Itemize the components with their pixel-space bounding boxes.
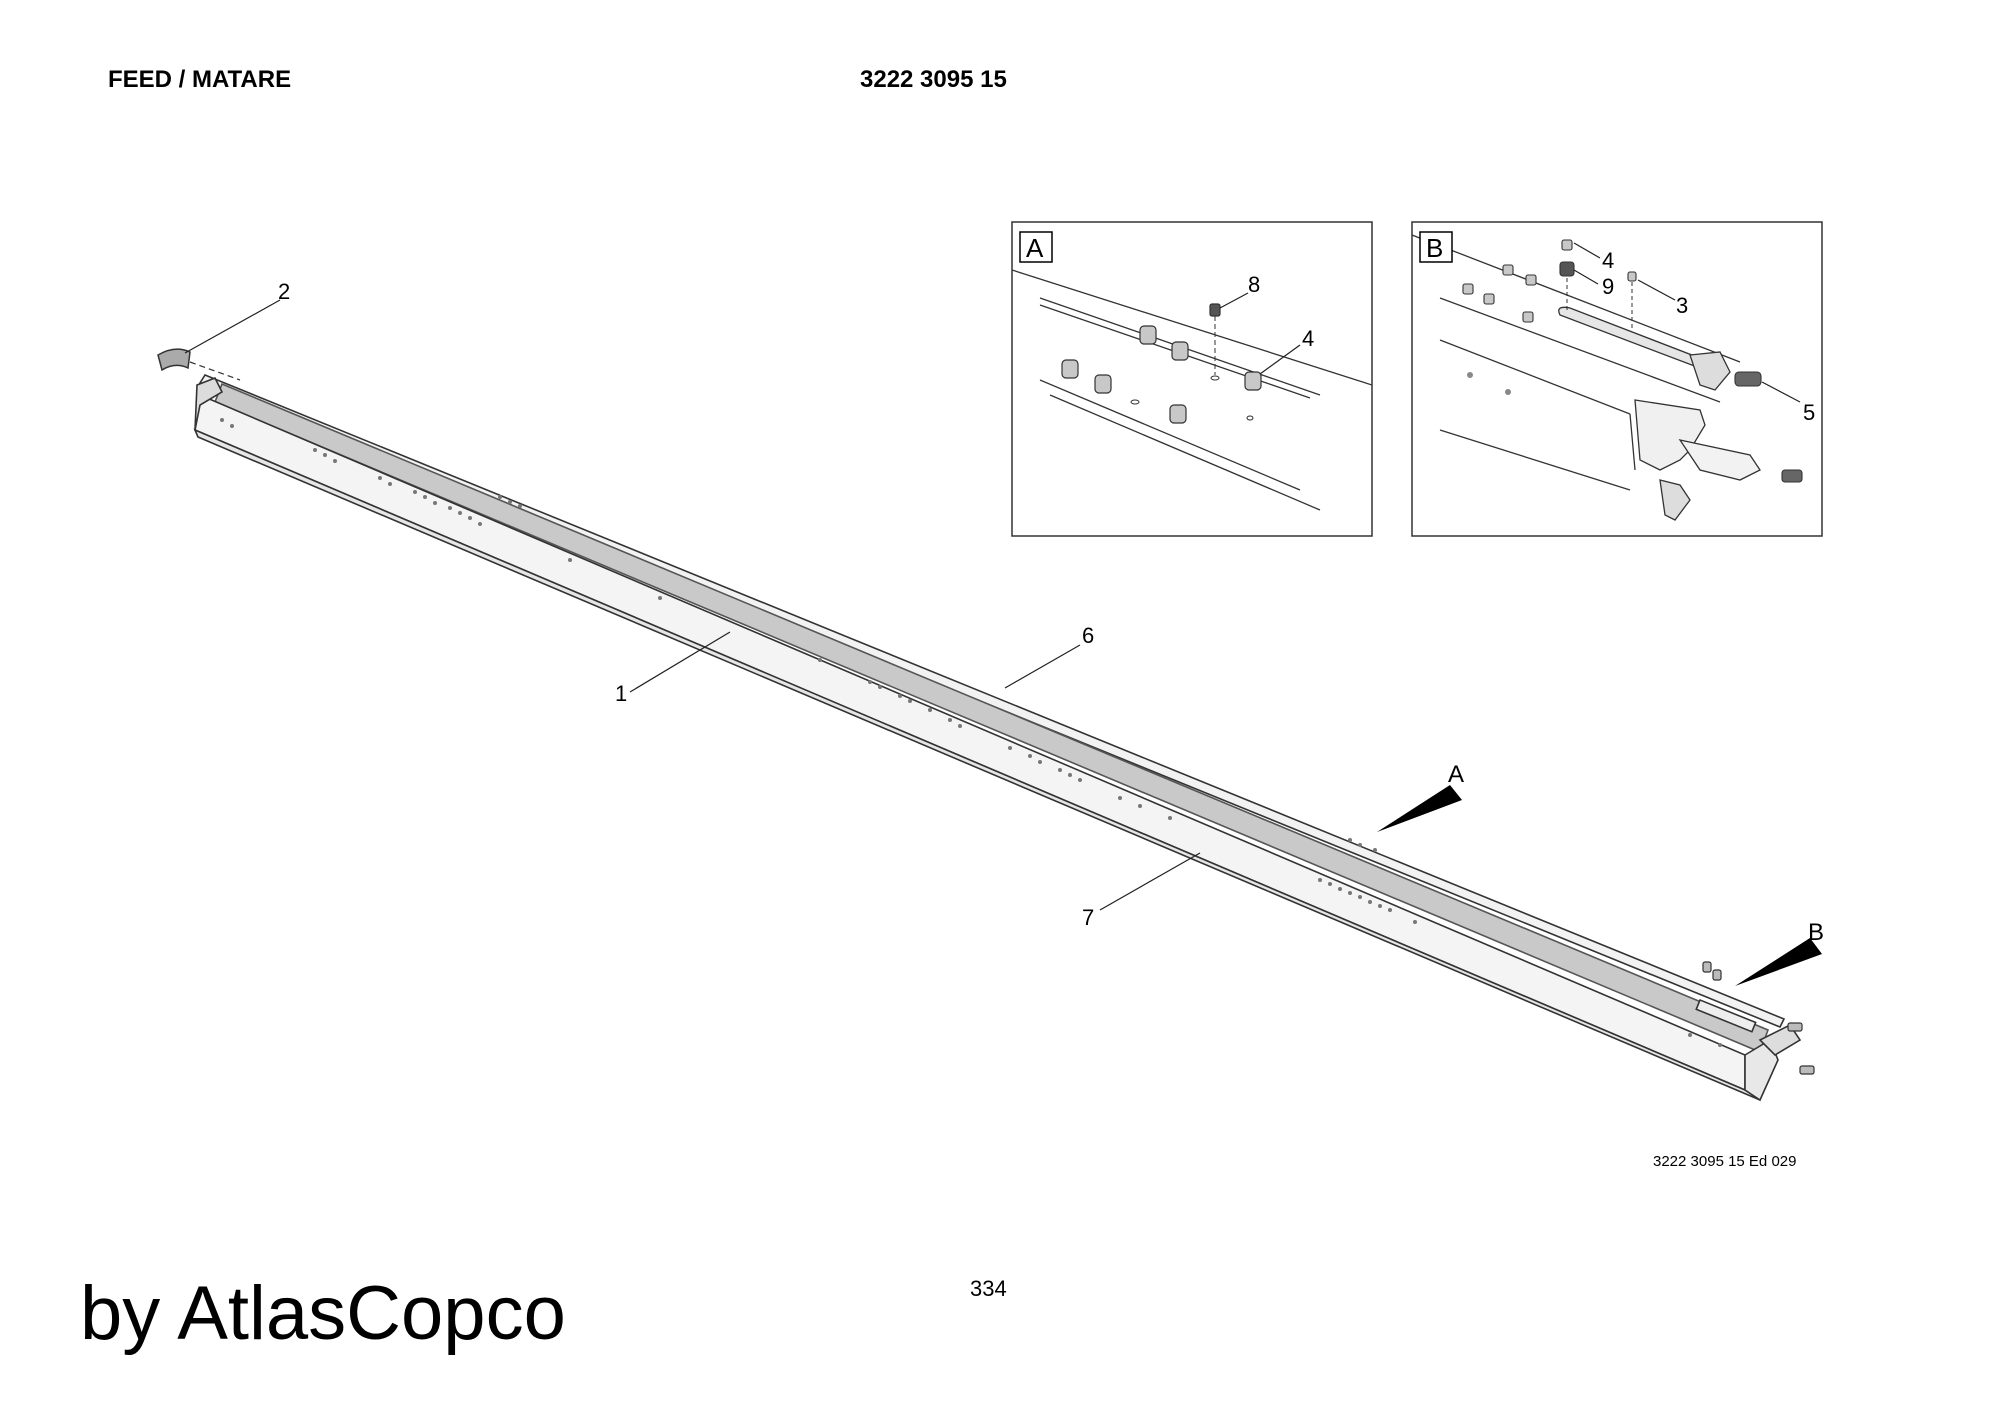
end-cap-part bbox=[157, 348, 241, 381]
view-b-arrow bbox=[1735, 938, 1822, 986]
detail-b-callout-4: 4 bbox=[1602, 248, 1614, 273]
detail-a-callout-4: 4 bbox=[1302, 326, 1314, 351]
detail-b-callout-9: 9 bbox=[1602, 274, 1614, 299]
view-b-label: B bbox=[1808, 919, 1824, 946]
detail-a-letter: A bbox=[1026, 233, 1044, 263]
detail-view-a: A 8 4 bbox=[1011, 221, 1373, 537]
main-leader-lines bbox=[184, 299, 1201, 911]
detail-a-callout-8: 8 bbox=[1248, 272, 1260, 297]
beam-holes bbox=[220, 418, 1722, 1047]
detail-view-b: B 4 9 3 5 bbox=[1411, 221, 1823, 537]
callout-1: 1 bbox=[615, 681, 627, 706]
page-number: 334 bbox=[970, 1276, 1007, 1301]
detail-b-callout-3: 3 bbox=[1676, 293, 1688, 318]
view-a-label: A bbox=[1448, 761, 1464, 788]
callout-2: 2 bbox=[278, 279, 290, 304]
detail-b-letter: B bbox=[1426, 233, 1443, 263]
detail-b-callout-5: 5 bbox=[1803, 400, 1815, 425]
part-number: 3222 3095 15 bbox=[860, 66, 1007, 93]
feed-beam bbox=[193, 374, 1802, 1102]
document-title: FEED / MATARE bbox=[108, 66, 292, 93]
brand-watermark: by AtlasCopco bbox=[80, 1271, 566, 1356]
callout-6: 6 bbox=[1082, 623, 1094, 648]
callout-7: 7 bbox=[1082, 905, 1094, 930]
view-a-arrow bbox=[1377, 785, 1462, 832]
end-fittings bbox=[1702, 961, 1815, 1075]
drawing-reference: 3222 3095 15 Ed 029 bbox=[1653, 1153, 1797, 1170]
